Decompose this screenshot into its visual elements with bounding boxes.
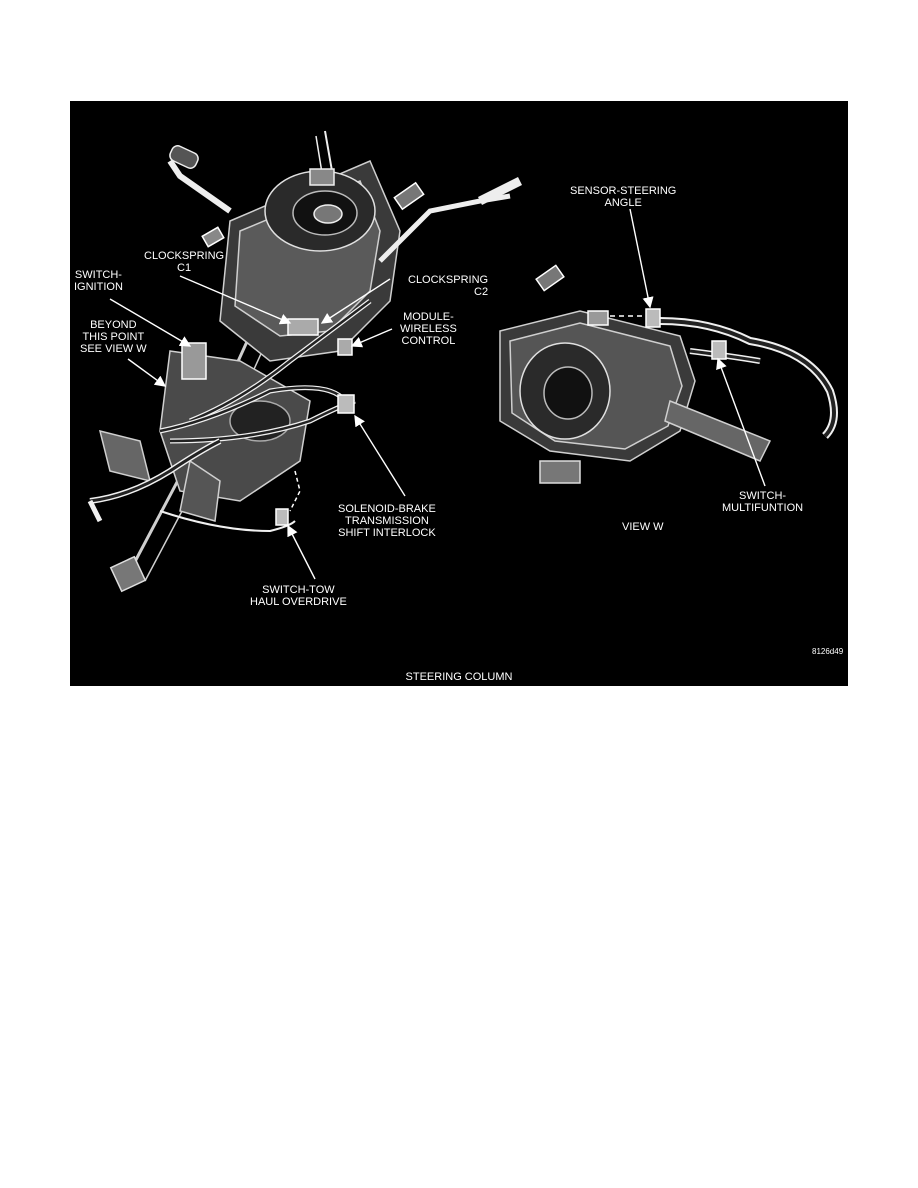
label-switch-multifunction: SWITCH- MULTIFUNTION xyxy=(722,490,804,514)
arrow-module-wireless xyxy=(350,328,393,348)
label-sensor-steering-angle: SENSOR-STEERING ANGLE xyxy=(570,185,677,209)
label-module-wireless-control: MODULE- WIRELESS CONTROL xyxy=(400,311,457,347)
label-switch-ignition: SWITCH- IGNITION xyxy=(74,269,123,293)
arrow-switch-tow-haul xyxy=(287,524,316,580)
figure-code: 8126d49 xyxy=(812,647,844,656)
steering-column-diagram: SWITCH- IGNITION CLOCKSPRING C1 CLOCKSPR… xyxy=(70,101,848,686)
steering-column-illustration xyxy=(87,130,523,593)
arrow-switch-multifunction xyxy=(716,357,766,487)
arrow-solenoid-brake xyxy=(354,414,406,497)
arrow-sensor-steering-angle xyxy=(629,208,654,309)
arrow-clockspring-c1 xyxy=(179,275,292,325)
arrow-switch-ignition xyxy=(109,298,192,347)
label-view-w: VIEW W xyxy=(622,521,664,533)
leader-arrows xyxy=(109,208,766,580)
diagram-artwork xyxy=(87,130,838,593)
label-clockspring-c2: CLOCKSPRING C2 xyxy=(408,274,489,298)
figure-caption: STEERING COLUMN xyxy=(405,671,513,683)
label-switch-tow-haul: SWITCH-TOW HAUL OVERDRIVE xyxy=(250,584,347,608)
label-clockspring-c1: CLOCKSPRING C1 xyxy=(144,250,225,274)
arrow-beyond-this-point xyxy=(127,358,167,387)
label-solenoid-brake: SOLENOID-BRAKE TRANSMISSION SHIFT INTERL… xyxy=(338,503,436,539)
arrow-clockspring-c2 xyxy=(320,278,391,324)
view-w-illustration xyxy=(499,264,838,484)
label-beyond-this-point: BEYOND THIS POINT SEE VIEW W xyxy=(80,319,147,355)
